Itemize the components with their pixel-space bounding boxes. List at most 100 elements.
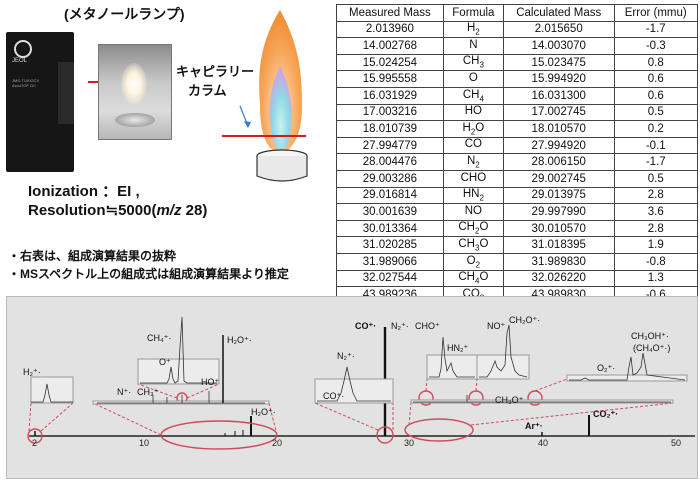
table-header-row: Measured Mass Formula Calculated Mass Er… [336, 4, 699, 22]
formula-text: H [466, 22, 476, 35]
formula-text: O [466, 254, 476, 267]
formula-text: CH [458, 237, 475, 250]
formula-text: NO [464, 204, 482, 217]
ionization-line: Ionization ：EI , [28, 183, 140, 200]
calculated-mass: 28.006150 [502, 153, 615, 171]
formula-subscript: 2 [475, 160, 480, 170]
flame-glow [121, 63, 147, 105]
instrument-label: JMS-T100GCV AccuTOF GC [12, 78, 40, 88]
formula-subscript: 3 [479, 60, 484, 70]
formula-suffix: O [479, 271, 489, 284]
measured-mass: 31.989066 [336, 252, 444, 271]
formula-cell: N2 [442, 153, 504, 171]
formula-cell: CH2O [442, 219, 504, 238]
label-ch4o: (CH₄O⁺·) [633, 343, 671, 353]
resolution-line: Resolution≒5000(m/z 28) [28, 201, 207, 220]
formula-subscript: 4 [479, 93, 484, 103]
zoom-connectors [28, 378, 674, 436]
error-mmu: 2.8 [613, 186, 699, 205]
tick-40: 40 [538, 438, 549, 448]
formula-cell: CHO [442, 169, 504, 188]
formula-cell: H2 [442, 20, 504, 39]
header-error: Error (mmu) [613, 4, 699, 22]
formula-suffix: O [479, 237, 489, 250]
label-ar: Ar⁺· [525, 421, 543, 431]
measured-mass: 17.003216 [336, 103, 444, 122]
note-2: ・MSスペクトル上の組成式は組成演算結果より推定 [8, 267, 289, 281]
label-no: NO⁺ [487, 321, 506, 331]
measured-mass: 2.013960 [336, 20, 444, 39]
tick-50: 50 [671, 438, 682, 448]
formula-text: HO [464, 105, 482, 118]
error-mmu: -1.7 [613, 153, 699, 171]
burner-body [256, 156, 308, 182]
calculated-mass: 31.018395 [502, 236, 615, 254]
ionization-info: Ionization ：EI , Resolution≒5000(m/z 28) [28, 182, 207, 220]
zoom-ellipse-14-18 [160, 420, 278, 450]
label-n2-inset: N₂⁺· [337, 351, 355, 361]
formula-subscript: 2 [474, 226, 480, 236]
capillary-label-line2: カラム [188, 83, 227, 98]
formula-text: CHO [460, 171, 487, 184]
error-mmu: 0.6 [613, 70, 699, 88]
capillary-label-line1: キャピラリー [176, 64, 255, 79]
measured-mass: 32.027544 [336, 269, 444, 288]
measured-mass: 16.031929 [336, 86, 444, 105]
error-mmu: 0.2 [613, 120, 699, 138]
inset-29 [426, 336, 478, 380]
measured-mass: 29.003286 [336, 169, 444, 188]
formula-text: CH [462, 55, 480, 68]
mass-spectrum: H₂⁺· CH₄⁺· O⁺ H₂O⁺· N⁺· CH₃⁺ HO⁺ H₂O⁺· C… [6, 296, 698, 479]
zoom-ellipse-30 [404, 418, 474, 442]
formula-text: H [462, 121, 471, 134]
formula-text: CO [464, 138, 482, 151]
label-o2: O₂⁺· [597, 363, 616, 373]
lamp-photo [98, 44, 172, 140]
calculated-mass: 31.989830 [502, 252, 615, 271]
error-mmu: 2.8 [613, 219, 699, 238]
label-n: N⁺· [117, 387, 132, 397]
flame-diagram [222, 10, 308, 182]
calculated-mass: 16.031300 [502, 86, 615, 105]
inset-h2 [30, 376, 74, 404]
label-ch3: CH₃⁺ [137, 387, 159, 397]
label-o: O⁺ [159, 357, 171, 367]
lamp-base [115, 113, 155, 127]
calculated-mass: 29.997990 [502, 203, 615, 221]
formula-subscript: 4 [474, 276, 480, 286]
formula-cell: CO [442, 136, 504, 155]
formula-subscript: 2 [475, 259, 481, 269]
formula-cell: N [442, 37, 504, 55]
label-co-inset: CO⁺· [323, 391, 345, 401]
measured-mass: 30.001639 [336, 203, 444, 221]
measured-mass: 29.016814 [336, 186, 444, 205]
error-mmu: 0.5 [613, 169, 699, 188]
formula-subscript: 3 [474, 243, 480, 253]
instrument-brand: JEOL [12, 58, 28, 64]
calculated-mass: 14.003070 [502, 37, 615, 55]
zoom-circle-h2 [27, 428, 43, 444]
label-h2o-inset: H₂O⁺· [227, 335, 252, 345]
label-ch3oh: CH₃OH⁺· [631, 331, 669, 341]
formula-text: CH [462, 88, 480, 101]
tick-2: 2 [32, 438, 38, 448]
label-hn2: HN₂⁺ [447, 343, 469, 353]
error-mmu: 0.6 [613, 86, 699, 105]
error-mmu: -0.3 [613, 37, 699, 55]
formula-cell: NO [442, 203, 504, 221]
formula-text: O [468, 72, 478, 85]
zoom-circle-28 [376, 426, 394, 444]
calculated-mass: 27.994920 [502, 136, 615, 155]
error-mmu: 1.9 [613, 236, 699, 254]
formula-cell: O2 [442, 252, 504, 271]
measured-mass: 18.010739 [336, 120, 444, 138]
